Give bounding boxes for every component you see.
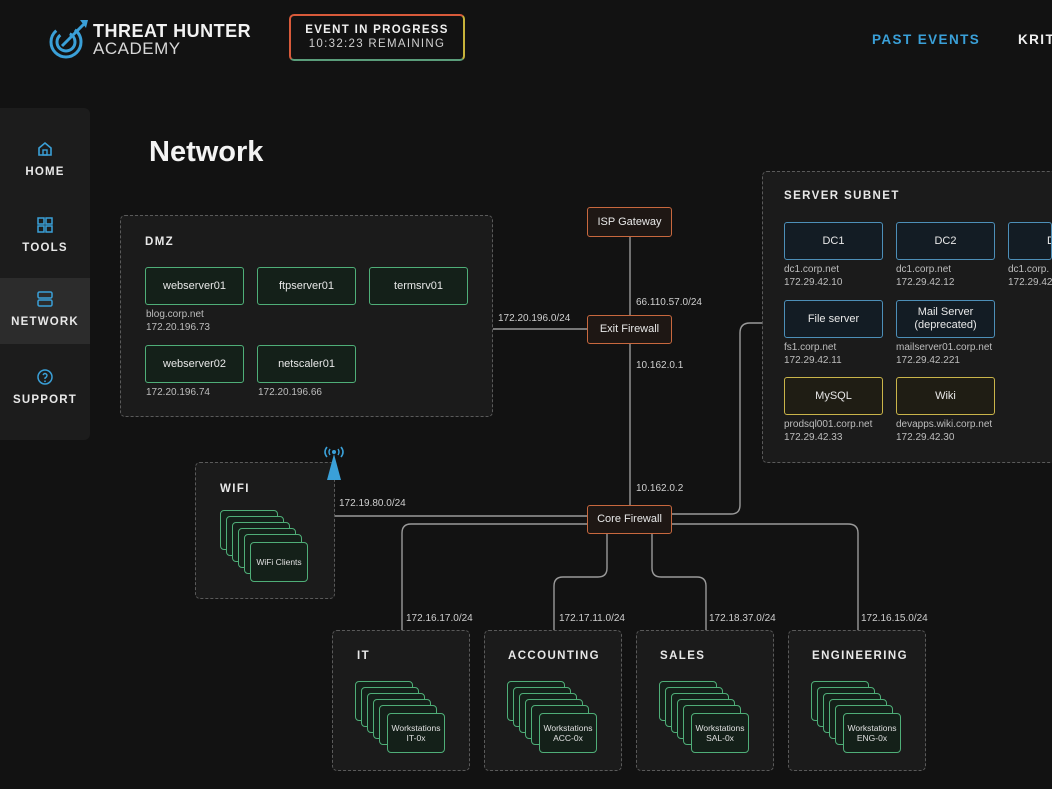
dmz-title: DMZ xyxy=(145,236,175,248)
isp-subnet-label: 66.110.57.0/24 xyxy=(636,297,702,308)
segment-subnet-label: 172.16.15.0/24 xyxy=(861,613,928,624)
logo[interactable] xyxy=(48,18,88,60)
segment-title: SALES xyxy=(660,650,706,662)
wifi-antenna-icon xyxy=(324,446,344,480)
event-countdown: 10:32:23 REMAINING xyxy=(308,38,446,50)
node-netscaler01[interactable]: netscaler01 xyxy=(257,345,356,383)
workstations-line-2: ENG-0x xyxy=(856,733,888,743)
sidebar-item-label: TOOLS xyxy=(22,242,68,254)
node-ip: 172.29.42.30 xyxy=(896,432,955,443)
node-wiki[interactable]: Wiki xyxy=(896,377,995,415)
logo-line-1: THREAT HUNTER xyxy=(93,21,252,41)
node-dc2[interactable]: DC2 xyxy=(896,222,995,260)
node-file-server[interactable]: File server xyxy=(784,300,883,338)
logo-text[interactable]: THREAT HUNTER ACADEMY xyxy=(93,22,251,58)
event-status-text: EVENT IN PROGRESS xyxy=(305,24,449,36)
workstations-line-2: ACC-0x xyxy=(553,733,583,743)
wifi-title: WIFI xyxy=(220,483,250,495)
exit-ip-label: 10.162.0.1 xyxy=(636,360,684,371)
nav-user[interactable]: KRIT xyxy=(1018,32,1052,47)
node-mail-server[interactable]: Mail Server (deprecated) xyxy=(896,300,995,338)
wifi-clients-label: WiFi Clients xyxy=(250,542,308,582)
page-title: Network xyxy=(149,136,264,168)
sidebar-item-label: HOME xyxy=(25,166,65,178)
segment-title: ENGINEERING xyxy=(812,650,908,662)
segment-title: IT xyxy=(357,650,371,662)
node-webserver01[interactable]: webserver01 xyxy=(145,267,244,305)
logo-line-2: ACADEMY xyxy=(93,39,181,58)
node-ip: 172.29.42.11 xyxy=(784,355,842,366)
node-ip: 172.29.42.12 xyxy=(896,277,955,288)
help-circle-icon xyxy=(37,369,53,385)
workstations-line-1: Workstations xyxy=(391,723,441,733)
node-ip: 172.20.196.73 xyxy=(146,322,210,333)
home-icon xyxy=(38,141,52,156)
grid-icon xyxy=(37,217,53,233)
workstations-label: Workstations ENG-0x xyxy=(843,713,901,753)
node-mysql[interactable]: MySQL xyxy=(784,377,883,415)
sidebar-item-home[interactable]: HOME xyxy=(0,128,90,194)
workstations-line-2: IT-0x xyxy=(406,733,426,743)
node-label: D xyxy=(1047,235,1051,248)
node-ip: 172.29.42.33 xyxy=(784,432,843,443)
node-host: dc1.corp. xyxy=(1008,264,1050,275)
sidebar: HOME TOOLS NETWORK SUPPORT xyxy=(0,108,90,440)
core-ip-label: 10.162.0.2 xyxy=(636,483,684,494)
node-host: dc1.corp.net xyxy=(784,264,840,275)
dmz-subnet-label: 172.20.196.0/24 xyxy=(498,313,571,324)
node-host: devapps.wiki.corp.net xyxy=(896,419,993,430)
segment-title: ACCOUNTING xyxy=(508,650,600,662)
node-ip: 172.20.196.74 xyxy=(146,387,210,398)
segment-subnet-label: 172.16.17.0/24 xyxy=(406,613,473,624)
node-ip: 172.29.42. xyxy=(1008,277,1052,288)
server-subnet-title: SERVER SUBNET xyxy=(784,190,900,202)
node-exit-firewall[interactable]: Exit Firewall xyxy=(587,315,672,344)
workstations-line-1: Workstations xyxy=(695,723,745,733)
segment-subnet-label: 172.17.11.0/24 xyxy=(559,613,625,624)
wifi-subnet-label: 172.19.80.0/24 xyxy=(339,498,406,509)
node-host: prodsql001.corp.net xyxy=(784,419,873,430)
workstations-line-1: Workstations xyxy=(847,723,897,733)
node-ip: 172.29.42.221 xyxy=(896,355,960,366)
node-host: blog.corp.net xyxy=(146,309,204,320)
workstations-label: Workstations SAL-0x xyxy=(691,713,749,753)
workstations-line-1: Workstations xyxy=(543,723,593,733)
event-status-badge: EVENT IN PROGRESS 10:32:23 REMAINING xyxy=(289,14,465,61)
sidebar-item-label: SUPPORT xyxy=(13,394,77,406)
node-webserver02[interactable]: webserver02 xyxy=(145,345,244,383)
dmz-panel: DMZ xyxy=(120,215,493,417)
node-ip: 172.20.196.66 xyxy=(258,387,322,398)
node-isp-gateway[interactable]: ISP Gateway xyxy=(587,207,672,237)
sidebar-item-label: NETWORK xyxy=(11,316,79,328)
sidebar-item-tools[interactable]: TOOLS xyxy=(0,204,90,270)
node-dc1[interactable]: DC1 xyxy=(784,222,883,260)
workstations-line-2: SAL-0x xyxy=(706,733,734,743)
node-core-firewall[interactable]: Core Firewall xyxy=(587,505,672,534)
nav-past-events[interactable]: PAST EVENTS xyxy=(872,32,981,47)
node-termsrv01[interactable]: termsrv01 xyxy=(369,267,468,305)
server-stack-icon xyxy=(37,291,53,307)
logo-target-icon xyxy=(49,20,88,59)
segment-subnet-label: 172.18.37.0/24 xyxy=(709,613,776,624)
workstations-label: Workstations IT-0x xyxy=(387,713,445,753)
node-dc3[interactable]: D xyxy=(1008,222,1052,260)
sidebar-item-network[interactable]: NETWORK xyxy=(0,278,90,344)
sidebar-item-support[interactable]: SUPPORT xyxy=(0,356,90,422)
node-ip: 172.29.42.10 xyxy=(784,277,843,288)
node-host: fs1.corp.net xyxy=(784,342,837,353)
node-host: mailserver01.corp.net xyxy=(896,342,993,353)
node-host: dc1.corp.net xyxy=(896,264,952,275)
workstations-label: Workstations ACC-0x xyxy=(539,713,597,753)
node-ftpserver01[interactable]: ftpserver01 xyxy=(257,267,356,305)
